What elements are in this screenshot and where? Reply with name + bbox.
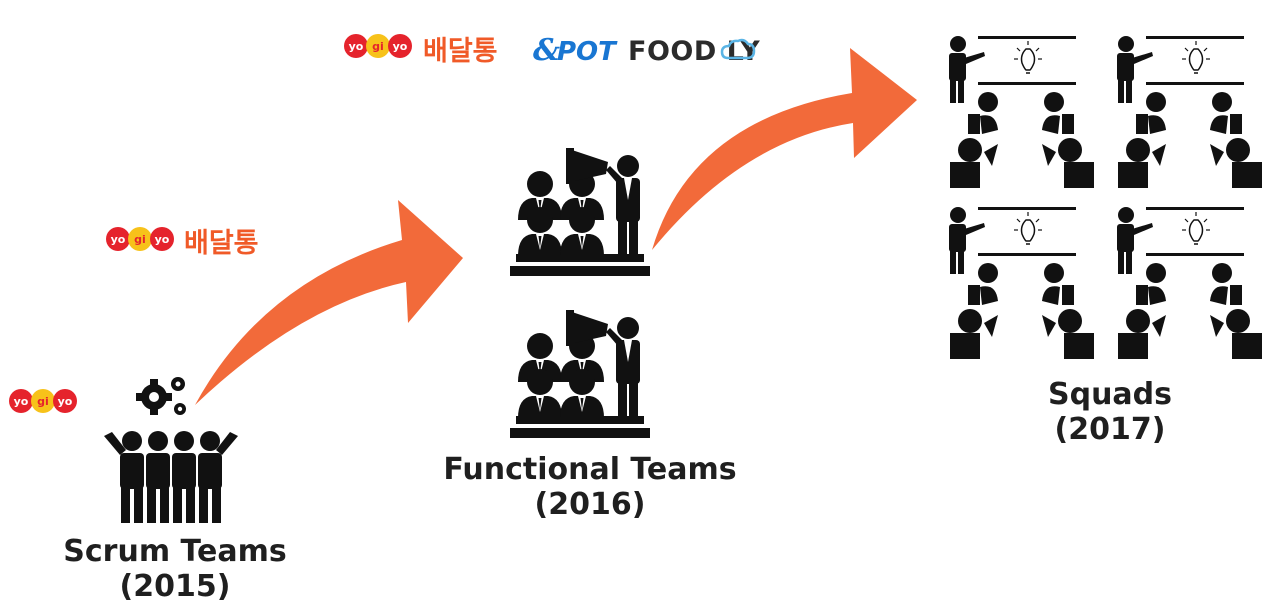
yogiyo-syllable: yo xyxy=(155,233,170,246)
stage-year: (2015) xyxy=(119,569,231,604)
stage-name: Squads xyxy=(1047,377,1172,412)
stage-year: (2017) xyxy=(1054,412,1166,447)
stage-label-squads: Squads (2017) xyxy=(1030,377,1190,447)
functional-team-icon-bottom xyxy=(510,310,650,438)
baedaltong-logo-2016: 배달통 xyxy=(184,228,259,259)
yogiyo-syllable: yo xyxy=(58,395,73,408)
squad-icon-1 xyxy=(948,35,1095,189)
gears-icon xyxy=(136,377,186,415)
pot-wordmark: POT xyxy=(557,37,618,67)
yogiyo-logo-2015: yo gi yo xyxy=(9,389,77,413)
yogiyo-logo-2016: yo gi yo xyxy=(106,227,174,251)
yogiyo-syllable: yo xyxy=(349,40,364,53)
foodfly-logo: FOOD LY xyxy=(628,36,760,67)
yogiyo-logo-2017: yo gi yo xyxy=(344,34,412,58)
yogiyo-syllable: gi xyxy=(134,233,146,246)
pot-ampersand-icon: & xyxy=(533,33,560,68)
baedaltong-logo-2017: 배달통 xyxy=(423,36,498,67)
squad-icon-2 xyxy=(1116,35,1263,189)
squad-icon-3 xyxy=(948,206,1095,360)
yogiyo-syllable: yo xyxy=(393,40,408,53)
cloud-icon xyxy=(720,38,756,60)
scrum-team-icon xyxy=(104,377,238,523)
stage-year: (2016) xyxy=(534,487,646,522)
yogiyo-syllable: yo xyxy=(111,233,126,246)
functional-team-icon-top xyxy=(510,148,650,276)
stage-label-scrum: Scrum Teams (2015) xyxy=(55,534,295,604)
yogiyo-syllable: gi xyxy=(372,40,384,53)
pot-logo: & POT xyxy=(533,33,618,68)
stage-name: Scrum Teams xyxy=(63,534,287,569)
yogiyo-syllable: gi xyxy=(37,395,49,408)
arrow-functional-to-squads xyxy=(652,48,917,250)
stage-name: Functional Teams xyxy=(443,452,737,487)
stage-label-functional: Functional Teams (2016) xyxy=(430,452,750,522)
squad-icon-4 xyxy=(1116,206,1263,360)
yogiyo-syllable: yo xyxy=(14,395,29,408)
arrow-scrum-to-functional xyxy=(195,200,463,405)
